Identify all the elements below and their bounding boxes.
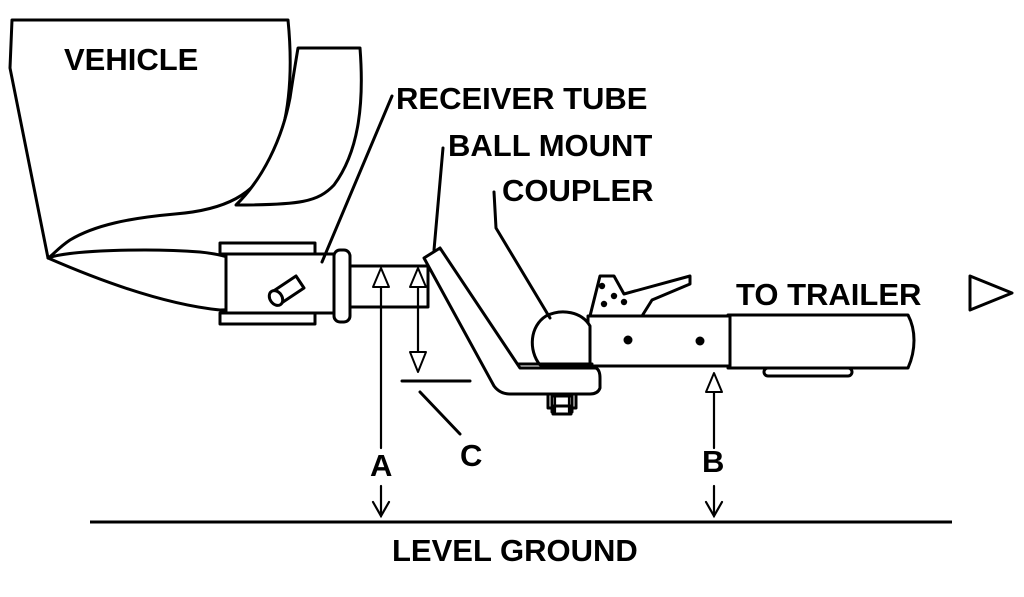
- ball-nut: [546, 392, 578, 416]
- dimension-a-label: A: [370, 448, 392, 483]
- vehicle-body: [8, 18, 363, 312]
- ball-mount: [422, 246, 602, 416]
- receiver-tube-label: RECEIVER TUBE: [396, 81, 647, 116]
- dimension-c: [400, 267, 472, 383]
- leader-c: [418, 390, 462, 436]
- leader-receiver-tube: [320, 94, 394, 264]
- leader-coupler: [492, 190, 552, 320]
- right-triangle-arrow-icon: [968, 274, 1014, 312]
- to-trailer-label: TO TRAILER: [736, 277, 921, 312]
- coupler-label: COUPLER: [502, 173, 654, 208]
- leader-lines: [320, 94, 552, 436]
- hitch-pin: [267, 274, 306, 307]
- dimension-b: [704, 372, 724, 519]
- dimension-c-label: C: [460, 438, 482, 473]
- vehicle-label: VEHICLE: [64, 42, 198, 77]
- trailer-tongue: [516, 274, 916, 378]
- ball-mount-label: BALL MOUNT: [448, 128, 652, 163]
- leader-ball-mount: [432, 146, 445, 252]
- dimension-b-label: B: [702, 444, 724, 479]
- dimension-a: [371, 267, 391, 519]
- level-ground-label: LEVEL GROUND: [392, 533, 638, 568]
- hitch-ball: [516, 310, 594, 367]
- coupler-latch: [588, 274, 692, 318]
